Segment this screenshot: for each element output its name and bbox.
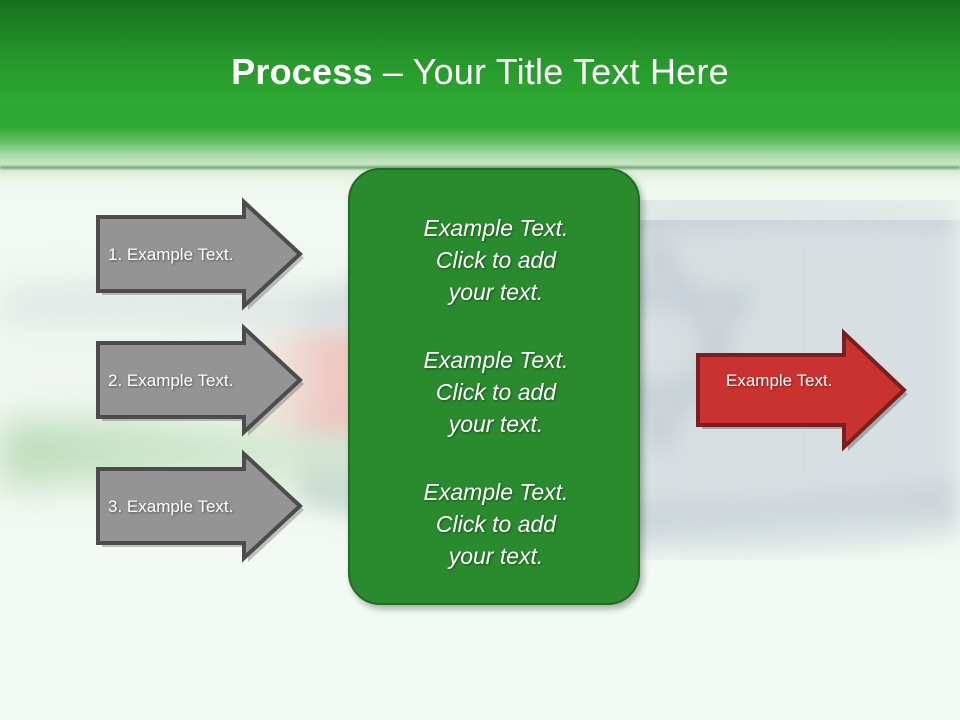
slide-title: Process – Your Title Text Here: [0, 50, 960, 94]
input-arrow-1[interactable]: [96, 197, 304, 311]
process-paragraph-1: Example Text. Click to add your text.: [423, 215, 569, 305]
slide-title-bold: Process: [231, 51, 373, 92]
input-arrow-2[interactable]: [96, 323, 304, 437]
input-arrow-3[interactable]: [96, 449, 304, 563]
header-shade-line: [0, 166, 960, 169]
process-box[interactable]: Example Text. Click to add your text. Ex…: [348, 168, 640, 605]
slide-title-regular: – Your Title Text Here: [372, 51, 729, 92]
process-box-body: Example Text. Click to add your text. Ex…: [350, 170, 642, 607]
output-arrow[interactable]: [696, 328, 908, 452]
process-paragraph-2: Example Text. Click to add your text.: [423, 347, 569, 437]
process-paragraph-3: Example Text. Click to add your text.: [423, 479, 569, 569]
